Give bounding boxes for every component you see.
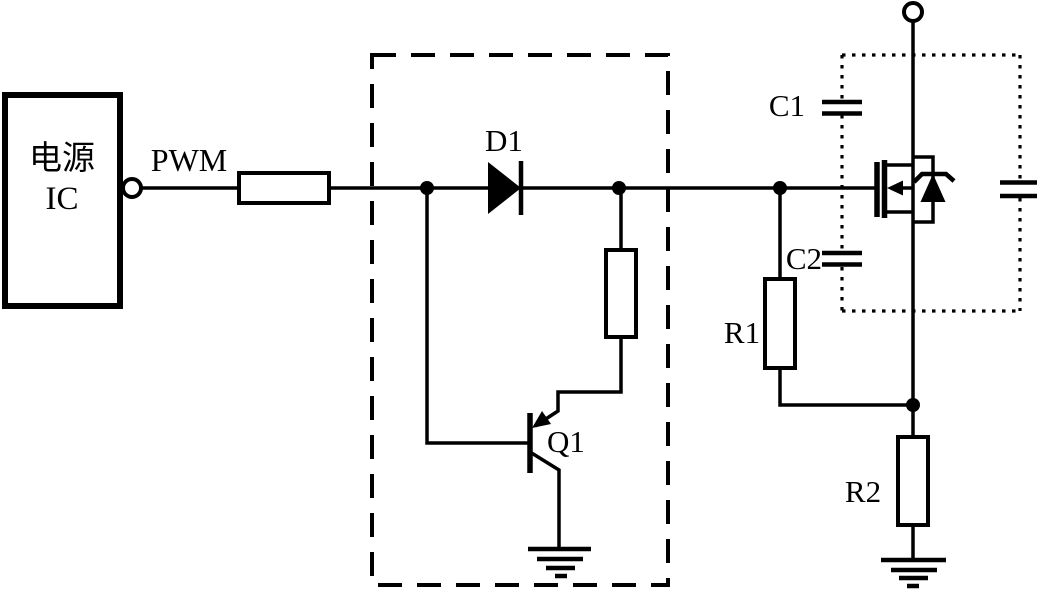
junction-dot-gate-node <box>773 181 787 195</box>
input-series-resistor <box>237 171 331 205</box>
body-diode-triangle <box>920 174 946 202</box>
resistor-r2-label: R2 <box>845 474 881 509</box>
power-ic-label-line1: 电源 <box>29 140 95 177</box>
q1-ground-symbol <box>528 546 591 579</box>
q1-emitter-arrow <box>532 411 551 428</box>
resistor-r1-body <box>763 277 797 370</box>
resistor-r1: R1 <box>724 277 797 370</box>
capacitor-c1-label: C1 <box>769 88 805 123</box>
wire-q1-collector <box>529 450 561 549</box>
capacitor-c1: C1 <box>769 88 862 123</box>
power-ic-block: 电源 IC <box>2 92 143 309</box>
q1-emitter-resistor <box>604 248 638 339</box>
junction-dot-base-tap <box>420 181 434 195</box>
wire-q1-emitter <box>534 337 623 428</box>
transistor-q1-label: Q1 <box>547 424 585 459</box>
wire-q1-base <box>425 188 528 445</box>
speedup-subcircuit-boundary <box>370 53 670 587</box>
wire-r1-to-divider-node <box>778 368 913 407</box>
transistor-q1: Q1 <box>527 411 585 473</box>
capacitor-c2: C2 <box>786 241 862 276</box>
mosfet-body-arrow <box>887 180 903 196</box>
r2-ground-symbol <box>881 557 946 589</box>
diode-d1-label: D1 <box>485 123 523 158</box>
pwm-output-terminal <box>121 177 143 199</box>
diode-d1-anode-triangle <box>488 162 521 214</box>
resistor-r2: R2 <box>845 435 930 527</box>
supply-terminal <box>902 1 924 23</box>
body-diode-cathode-bar <box>912 171 956 184</box>
output-parasitic-capacitor <box>1000 180 1037 199</box>
mosfet-parasitic-boundary <box>840 53 1022 313</box>
junction-dots <box>420 181 920 412</box>
resistor-r1-label: R1 <box>724 315 760 350</box>
capacitor-c2-label: C2 <box>786 241 822 276</box>
junction-dot-diode-out <box>612 181 626 195</box>
diode-d1: D1 <box>485 123 524 215</box>
resistor-r2-body <box>896 435 930 527</box>
mosfet <box>874 155 956 224</box>
power-ic-label-line2: IC <box>46 181 79 217</box>
pwm-signal-label: PWM <box>151 142 227 178</box>
power-ic-box <box>2 92 123 309</box>
junction-dot-divider-node <box>906 398 920 412</box>
